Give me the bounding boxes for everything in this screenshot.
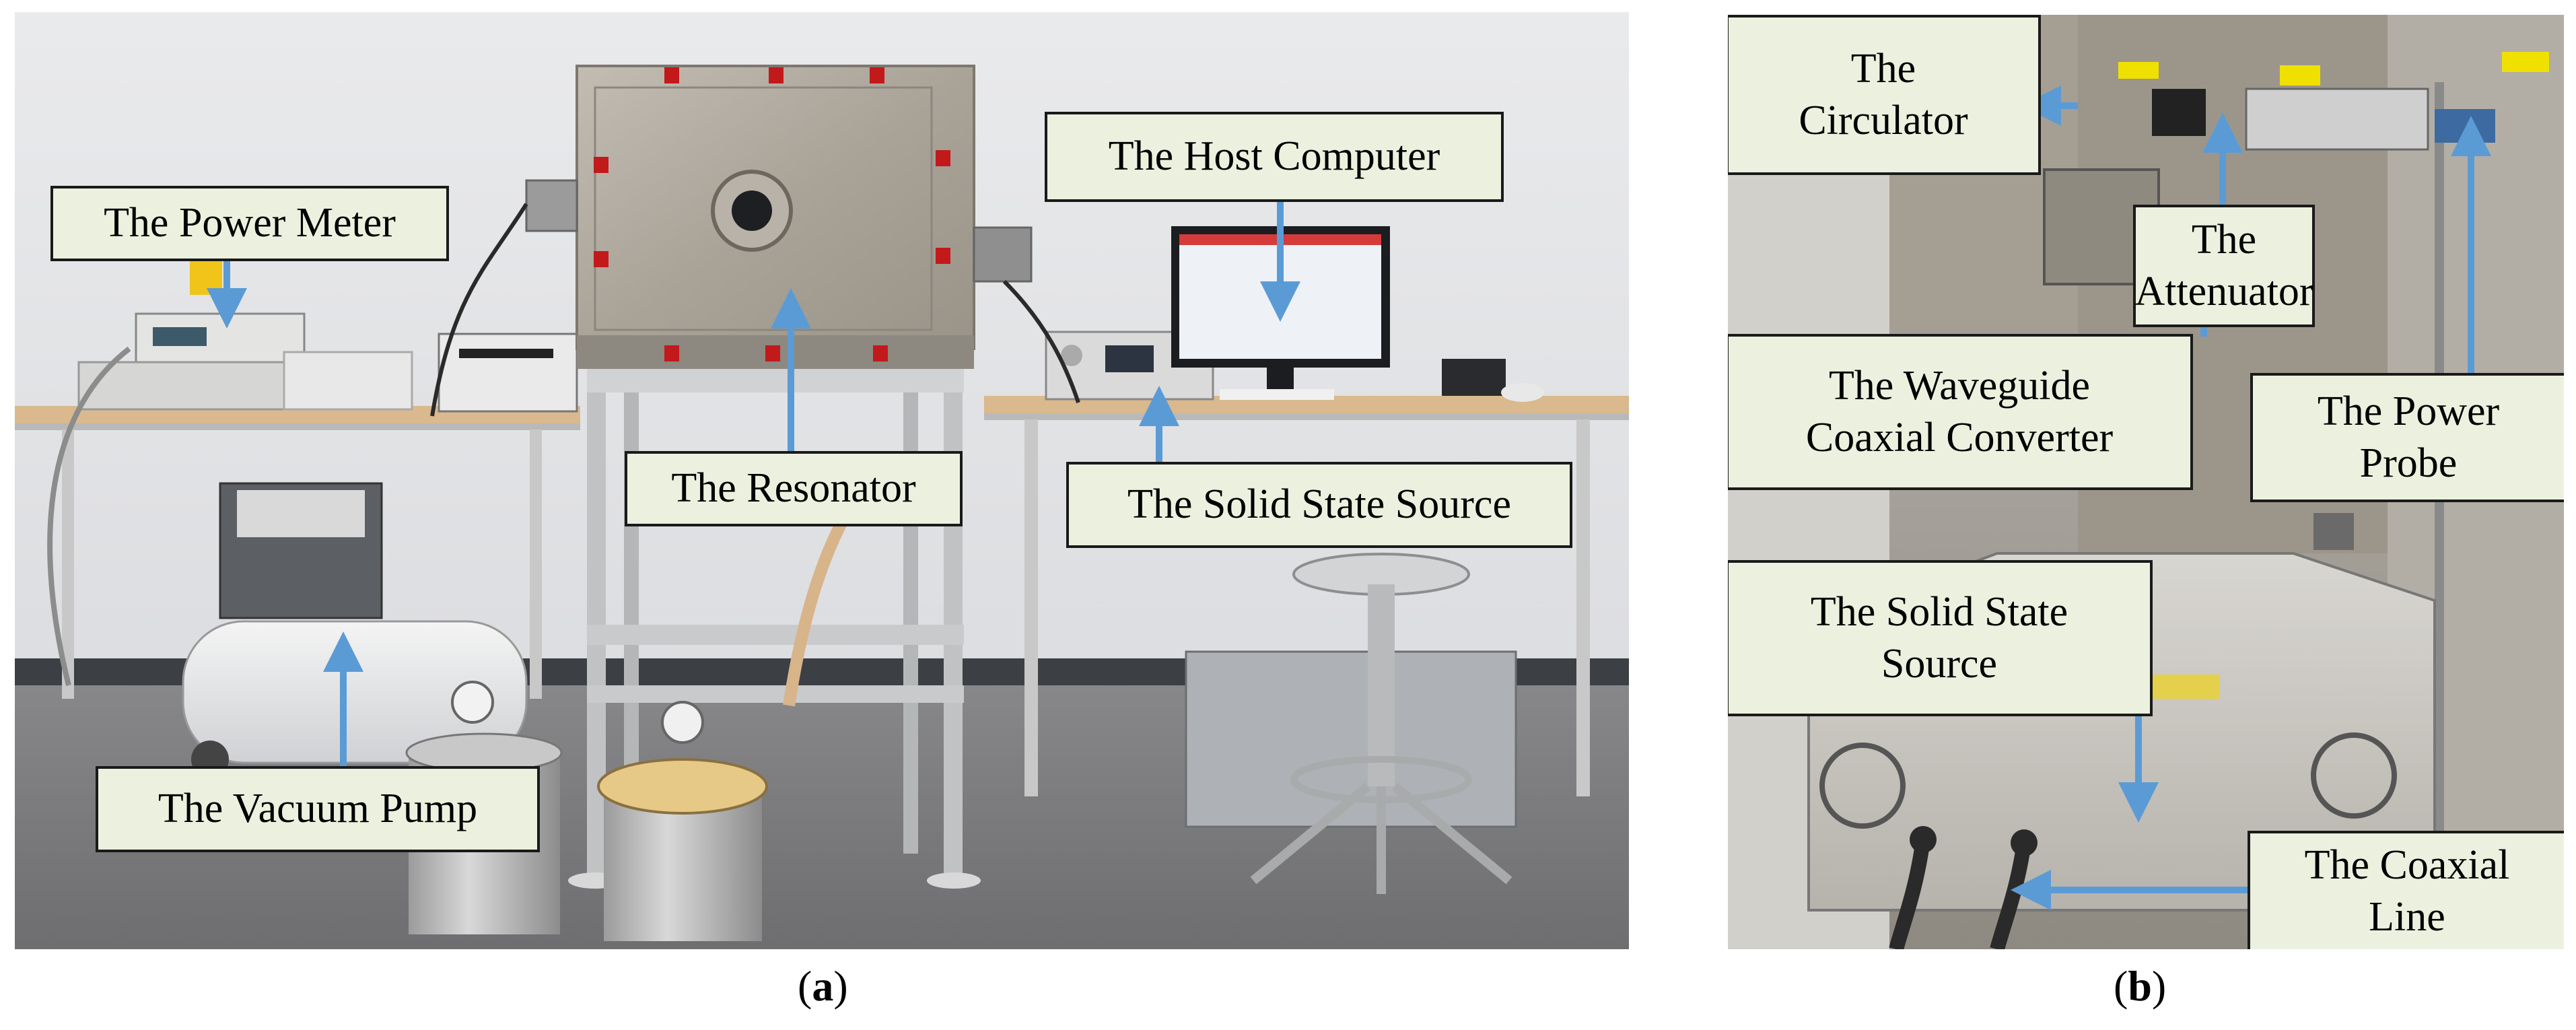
caption-a: (a) bbox=[798, 962, 848, 1010]
label-solid-state-source: The Solid State Source bbox=[1066, 462, 1572, 548]
label-circulator: The Circulator bbox=[1728, 15, 2041, 175]
label-solid-state-source-b: The Solid State Source bbox=[1728, 560, 2153, 716]
label-power-meter: The Power Meter bbox=[50, 186, 449, 261]
label-coaxial-line: The Coaxial Line bbox=[2248, 831, 2564, 949]
label-waveguide-converter: The Waveguide Coaxial Converter bbox=[1728, 334, 2193, 490]
caption-b: (b) bbox=[2114, 962, 2167, 1010]
panel-a-arrows bbox=[207, 202, 1300, 766]
label-attenuator: The Attenuator bbox=[2133, 205, 2315, 327]
photo-panel-a: The Power Meter The Resonator The Host C… bbox=[15, 12, 1629, 949]
caption-b-letter: b bbox=[2128, 962, 2152, 1010]
label-host-computer: The Host Computer bbox=[1045, 112, 1504, 202]
label-power-probe: The Power Probe bbox=[2250, 373, 2564, 502]
photo-panel-b: The Circulator The Attenuator The Wavegu… bbox=[1728, 15, 2564, 949]
label-resonator: The Resonator bbox=[625, 451, 963, 526]
caption-a-letter: a bbox=[812, 962, 834, 1010]
label-vacuum-pump: The Vacuum Pump bbox=[96, 766, 540, 852]
